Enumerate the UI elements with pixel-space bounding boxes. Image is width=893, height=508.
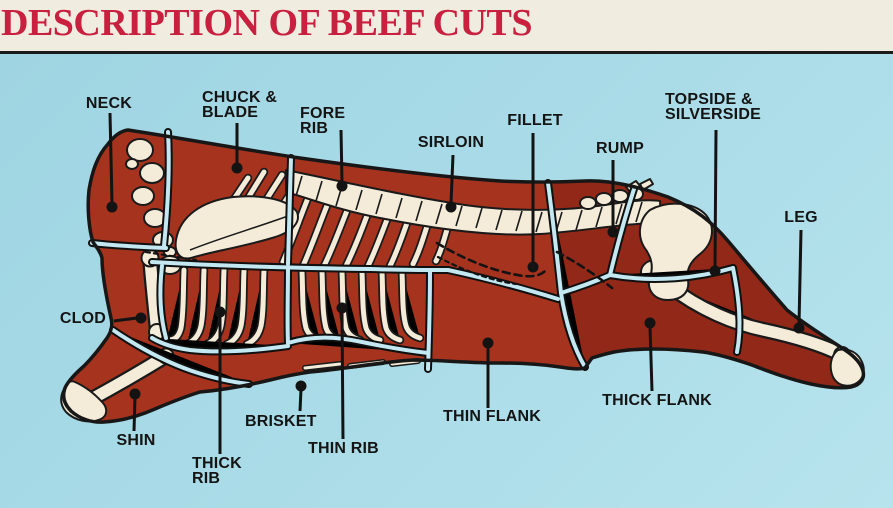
label-leader-lines xyxy=(106,112,805,454)
label-brisket: BRISKET xyxy=(245,413,317,430)
page-title: DESCRIPTION OF BEEF CUTS xyxy=(1,2,533,44)
hind-hoof xyxy=(829,348,865,387)
label-topside-silverside: TOPSIDE & SILVERSIDE xyxy=(665,91,761,123)
label-leg: LEG xyxy=(784,209,818,226)
cut-division-lines xyxy=(92,132,740,384)
label-fillet: FILLET xyxy=(507,112,563,129)
label-chuck-blade: CHUCK & BLADE xyxy=(202,89,278,121)
label-sirloin: SIRLOIN xyxy=(417,134,485,151)
label-clod: CLOD xyxy=(59,310,107,327)
label-rump: RUMP xyxy=(596,140,644,157)
label-thick-rib: THICK RIB xyxy=(192,455,242,487)
label-neck: NECK xyxy=(85,95,133,112)
carcass-outline xyxy=(61,128,866,424)
label-thin-flank: THIN FLANK xyxy=(443,408,541,425)
label-thick-flank: THICK FLANK xyxy=(602,392,712,409)
title-divider-line xyxy=(0,51,893,54)
label-thin-rib: THIN RIB xyxy=(308,440,379,457)
fillet-dashed-outline xyxy=(144,241,614,290)
label-fore-rib: FORE RIB xyxy=(300,105,346,137)
label-shin: SHIN xyxy=(116,432,156,449)
